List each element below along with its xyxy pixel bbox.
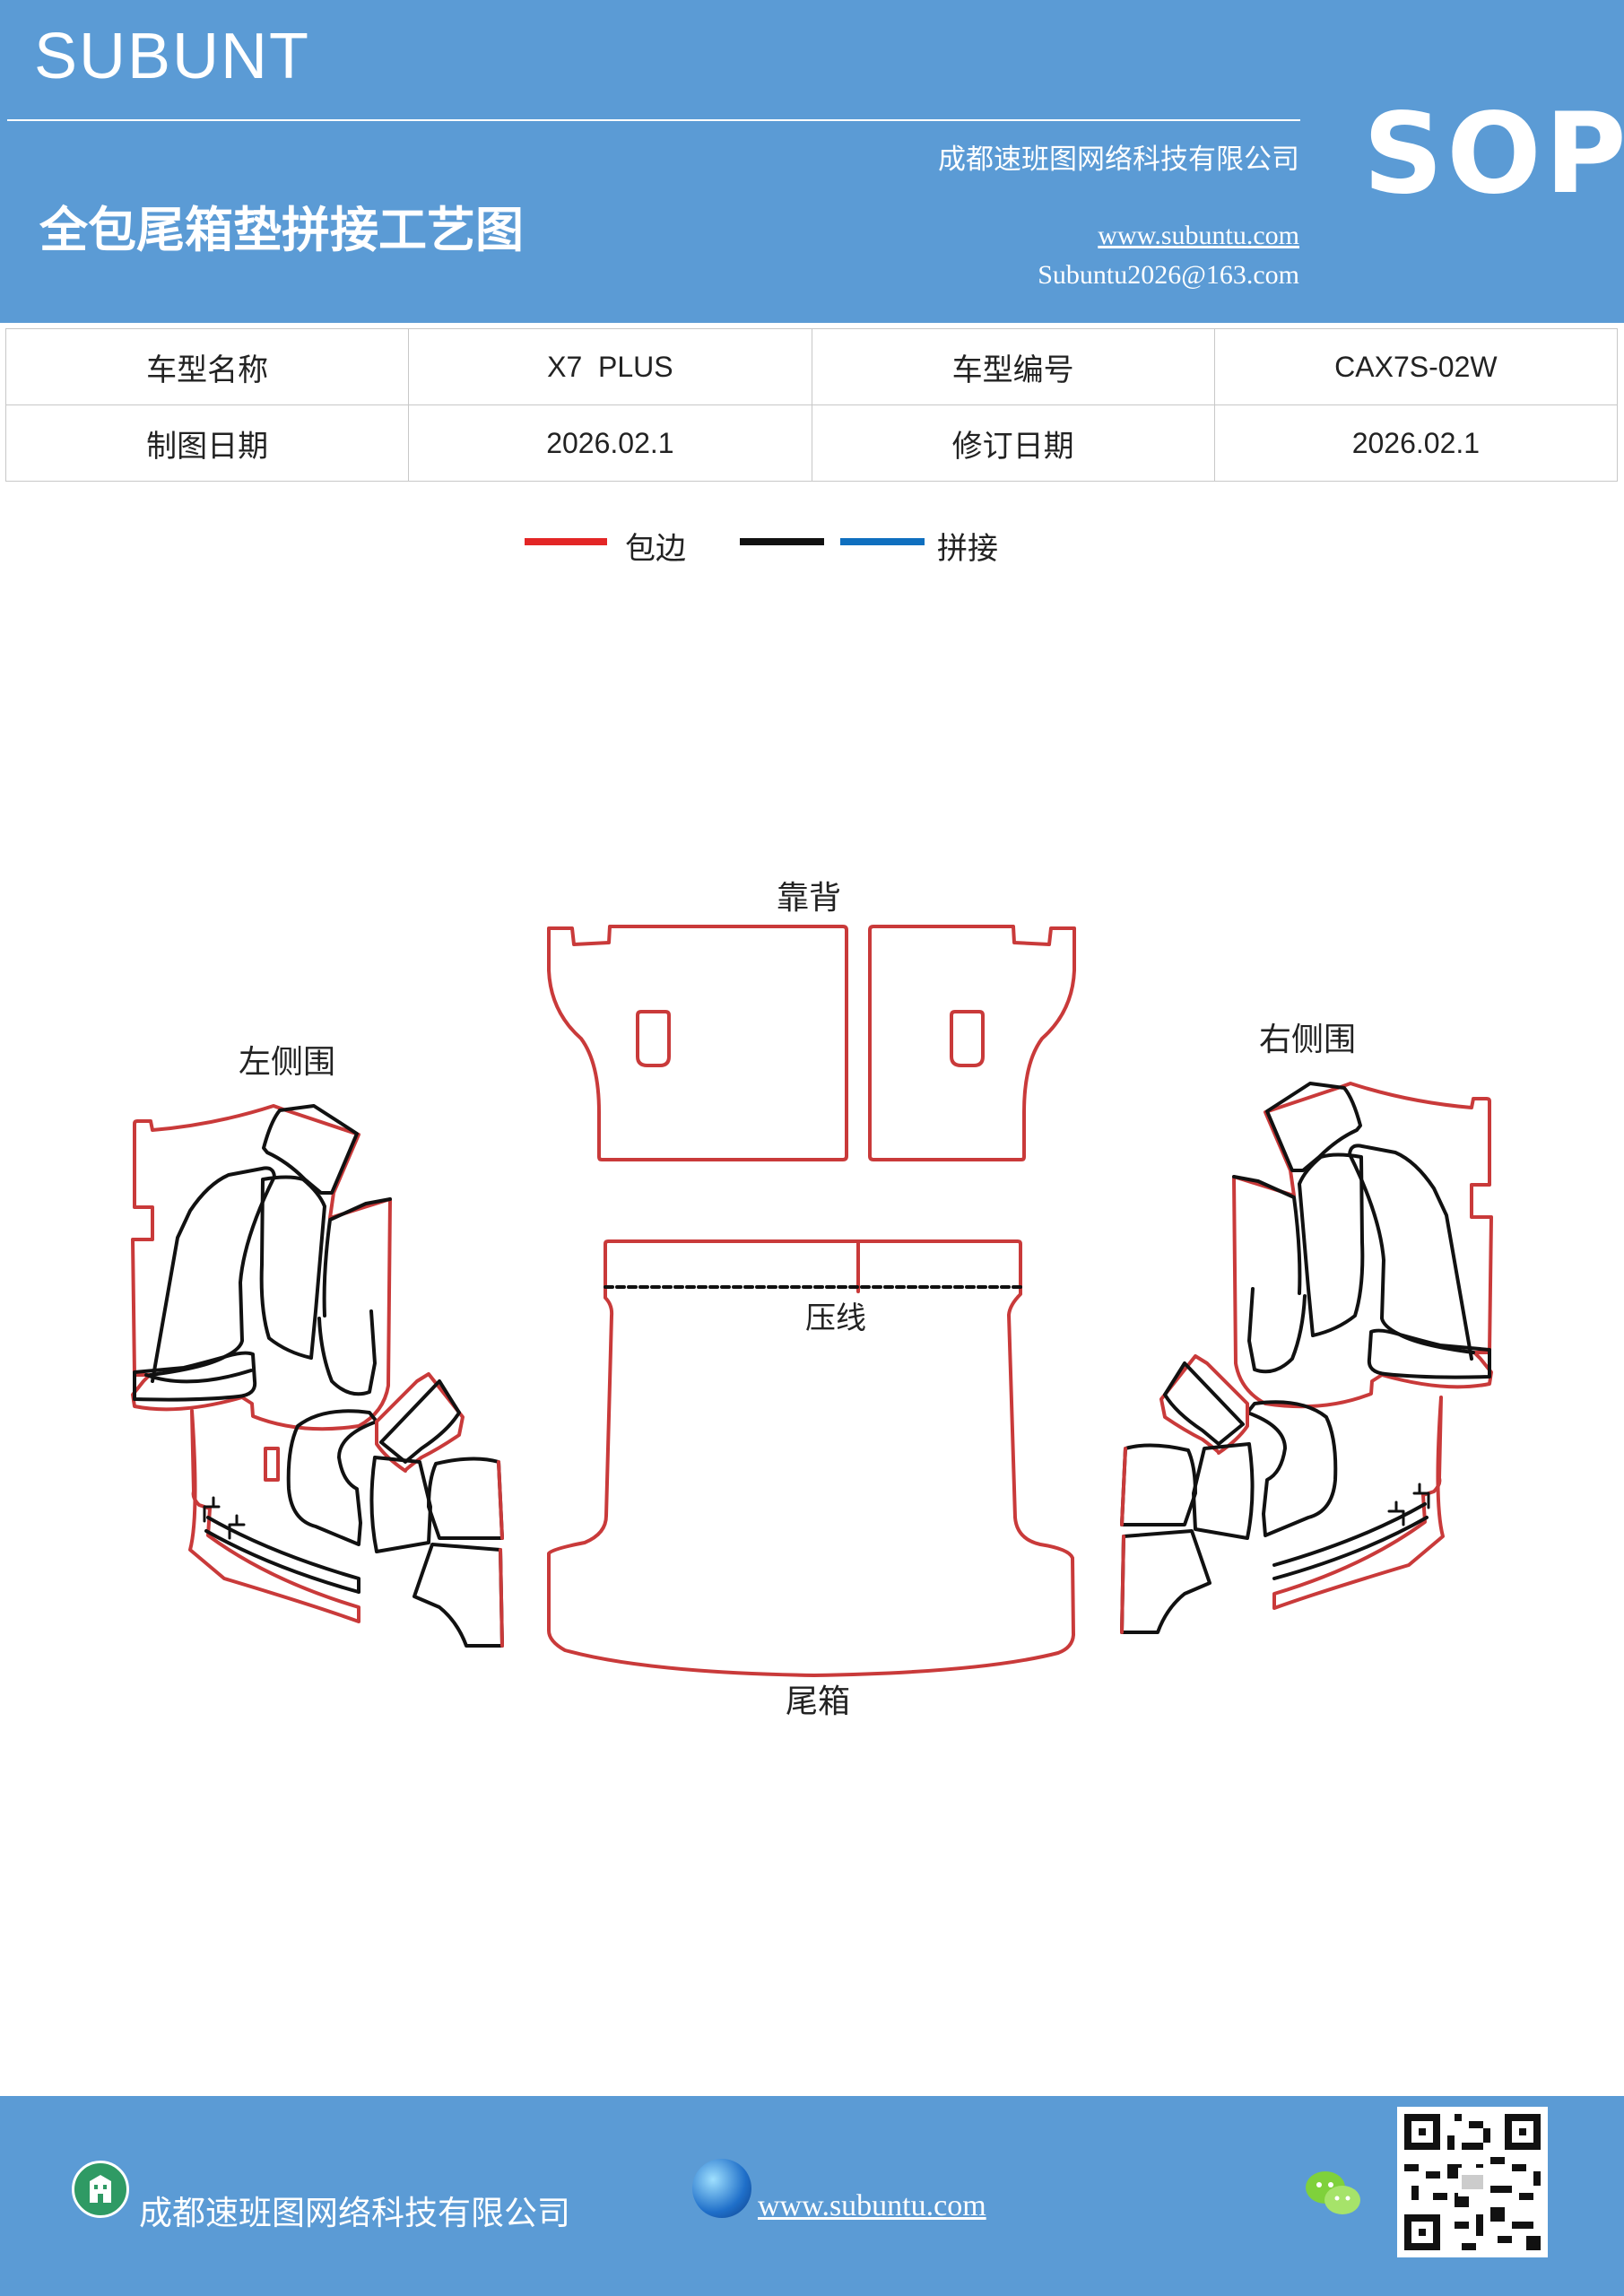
left-side-seam-4 xyxy=(144,1369,253,1384)
right-side-lower-edge xyxy=(1272,1396,1445,1610)
mat-diagram: 靠背 左侧围 右侧围 压线 尾箱 xyxy=(0,574,1624,1776)
value-revision-date: 2026.02.1 xyxy=(1213,404,1619,482)
building-icon xyxy=(72,2161,129,2218)
wechat-icon[interactable] xyxy=(1302,2166,1365,2220)
left-arch-piece-4 xyxy=(427,1457,504,1540)
info-table: 车型名称 X7 PLUS 车型编号 CAX7S-02W 制图日期 2026.02… xyxy=(4,328,1619,482)
value-model-name: X7 PLUS xyxy=(408,328,812,405)
legend: 包边 拼接 xyxy=(525,524,1063,569)
footer-company: 成都速班图网络科技有限公司 xyxy=(139,2194,570,2232)
table-row: 车型名称 X7 PLUS 车型编号 CAX7S-02W xyxy=(4,328,1619,405)
label-drawing-date: 制图日期 xyxy=(4,404,410,482)
left-arch-piece-1 xyxy=(286,1409,378,1546)
left-arch-piece-5 xyxy=(413,1543,504,1648)
left-side-seam-1 xyxy=(149,1166,276,1383)
right-side-main-edge xyxy=(1232,1082,1493,1409)
header-company: 成都速班图网络科技有限公司 xyxy=(938,144,1299,176)
right-arch-red-1 xyxy=(1120,1447,1127,1634)
right-side-seam-7 xyxy=(1247,1287,1307,1374)
left-arch-red-1 xyxy=(497,1460,504,1648)
right-arch-piece-4 xyxy=(1120,1443,1197,1526)
header-banner: SUBUNT 全包尾箱垫拼接工艺图 成都速班图网络科技有限公司 www.subu… xyxy=(0,0,1624,323)
right-side-seam-6 xyxy=(1232,1175,1302,1295)
right-side-seam-5 xyxy=(1367,1328,1491,1379)
left-side-small-slot xyxy=(264,1447,280,1482)
left-side-seam-5 xyxy=(133,1351,257,1402)
left-side-lower-edge xyxy=(188,1409,360,1623)
right-side-stop-mark xyxy=(1387,1483,1430,1526)
legend-swatch-edge xyxy=(525,538,607,545)
label-backrest: 靠背 xyxy=(777,880,842,917)
right-side-seam-3 xyxy=(1298,1152,1365,1337)
left-arch-piece-2 xyxy=(375,1372,465,1473)
backrest-left-handle xyxy=(636,1010,671,1067)
label-model-code: 车型编号 xyxy=(811,328,1215,405)
value-drawing-date: 2026.02.1 xyxy=(408,404,812,482)
left-side-lower-seam-2 xyxy=(206,1516,360,1594)
header-email[interactable]: Subuntu2026@163.com xyxy=(1038,260,1299,290)
right-side-seam-1 xyxy=(1348,1144,1475,1361)
left-side-stop-mark xyxy=(203,1496,246,1540)
legend-label-seam: 拼接 xyxy=(937,531,998,567)
backrest-right-handle xyxy=(950,1010,985,1067)
label-press-line: 压线 xyxy=(805,1300,866,1336)
left-side-seam-3 xyxy=(259,1175,326,1360)
globe-icon xyxy=(692,2159,751,2218)
sop-badge: SOP xyxy=(1363,90,1624,219)
left-arch-piece-2-seam xyxy=(379,1379,461,1464)
backrest-left-panel xyxy=(547,925,848,1161)
brand-name: SUBUNT xyxy=(34,21,311,92)
footer-banner: 成都速班图网络科技有限公司 www.subuntu.com xyxy=(0,2096,1624,2296)
label-left-side: 左侧围 xyxy=(239,1044,336,1081)
trunk-floor-outline xyxy=(547,1239,1075,1677)
document-title: 全包尾箱垫拼接工艺图 xyxy=(39,201,524,258)
legend-swatch-seam xyxy=(840,538,925,545)
legend-swatch-black xyxy=(740,538,824,545)
mat-diagram-svg xyxy=(131,925,1493,1677)
right-arch-piece-3 xyxy=(1192,1442,1255,1540)
left-side-seam-2 xyxy=(262,1104,359,1195)
left-side-seam-6 xyxy=(322,1197,392,1318)
legend-label-edge: 包边 xyxy=(625,531,686,567)
table-row: 制图日期 2026.02.1 修订日期 2026.02.1 xyxy=(4,404,1619,482)
label-right-side: 右侧围 xyxy=(1259,1022,1357,1058)
backrest-right-panel xyxy=(868,925,1076,1161)
header-divider xyxy=(7,119,1300,121)
right-arch-piece-5 xyxy=(1120,1529,1211,1634)
qr-code[interactable] xyxy=(1397,2107,1548,2257)
right-arch-piece-1 xyxy=(1246,1400,1338,1537)
left-arch-piece-3 xyxy=(369,1456,432,1553)
label-model-name: 车型名称 xyxy=(4,328,410,405)
footer-website-link[interactable]: www.subuntu.com xyxy=(758,2189,986,2222)
value-model-code: CAX7S-02W xyxy=(1213,328,1619,405)
right-side-lower-seam xyxy=(1272,1502,1429,1580)
label-trunk: 尾箱 xyxy=(786,1683,851,1720)
left-side-seam-7 xyxy=(317,1309,377,1396)
label-revision-date: 修订日期 xyxy=(811,404,1215,482)
header-website-link[interactable]: www.subuntu.com xyxy=(1098,221,1299,250)
right-side-seam-2 xyxy=(1265,1082,1362,1172)
left-side-lower-seam xyxy=(204,1529,360,1594)
right-arch-piece-2-seam xyxy=(1163,1361,1245,1446)
